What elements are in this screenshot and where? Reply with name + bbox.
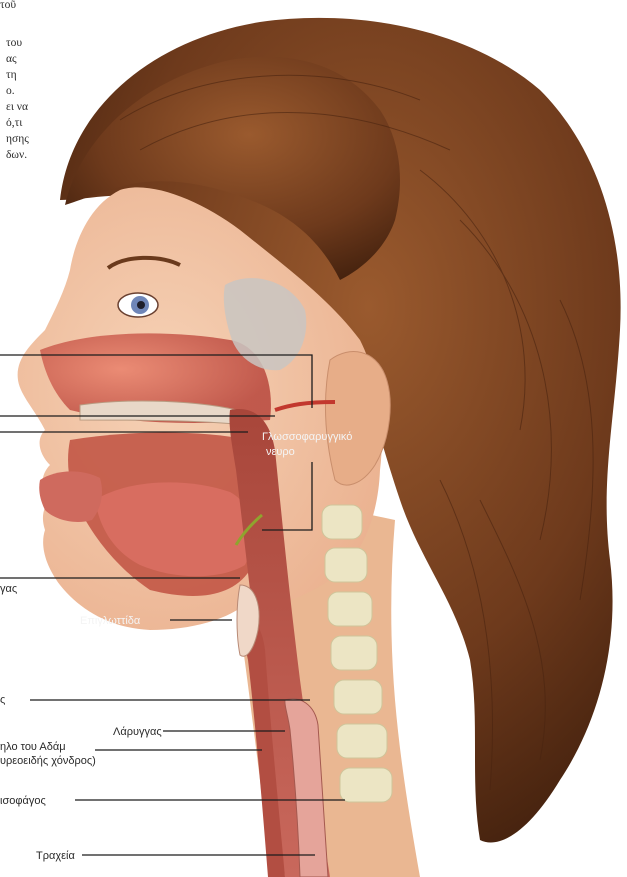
intro-fragment-4: ο. [6,85,15,97]
label-trachea: Τραχεία [36,850,75,862]
intro-fragment-0: τοῦ [0,0,16,11]
pupil [137,301,145,309]
label-glossopharyngeal-2: νευρο [266,446,295,458]
intro-fragment-6: ό,τι [6,117,23,129]
label-epiglottis: Επιγλωττίδα [80,615,141,627]
intro-fragment-7: ησης [6,133,29,145]
intro-fragment-1: του [6,37,22,49]
intro-fragment-2: ας [6,53,17,65]
label-partial-left-1: γας [0,583,17,595]
intro-fragment-5: ει να [6,101,28,113]
label-adams-apple-2: υρεοειδής χόνδρος) [0,755,96,767]
intro-paragraph: τοῦ του ας τη ο. ει να ό,τι ησης δων. [0,0,29,161]
label-glossopharyngeal-1: Γλωσσοφαρυγγικό [262,431,352,443]
label-partial-left-2: ς [0,694,5,706]
label-esophagus: ισοφάγος [0,795,46,807]
intro-fragment-3: τη [6,69,17,81]
intro-fragment-8: δων. [6,149,27,161]
label-larynx: Λάρυγγας [113,726,162,738]
label-adams-apple-1: ηλο του Αδάμ [0,741,66,753]
